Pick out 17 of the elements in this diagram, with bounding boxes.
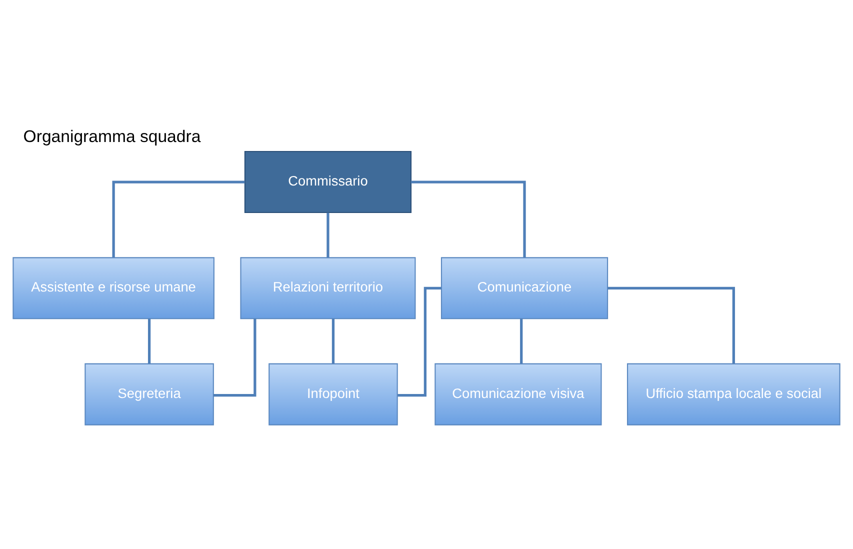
connector bbox=[326, 212, 330, 258]
node-box: Segreteria bbox=[84, 363, 214, 426]
node-box: Relazioni territorio bbox=[240, 257, 416, 320]
node-box: Commissario bbox=[244, 151, 412, 214]
node-box: Comunicazione visiva bbox=[434, 363, 602, 426]
diagram-title: Organigramma squadra bbox=[23, 126, 201, 146]
connector bbox=[520, 318, 523, 364]
connector bbox=[213, 318, 256, 397]
connector bbox=[411, 180, 526, 258]
node-box: Ufficio stampa locale e social bbox=[626, 363, 840, 426]
connector bbox=[332, 318, 335, 364]
connector bbox=[112, 180, 245, 258]
connector bbox=[148, 318, 151, 364]
node-box: Comunicazione bbox=[440, 257, 608, 320]
node-box: Assistente e risorse umane bbox=[12, 257, 214, 320]
node-box: Infopoint bbox=[268, 363, 398, 426]
connector bbox=[608, 286, 735, 364]
